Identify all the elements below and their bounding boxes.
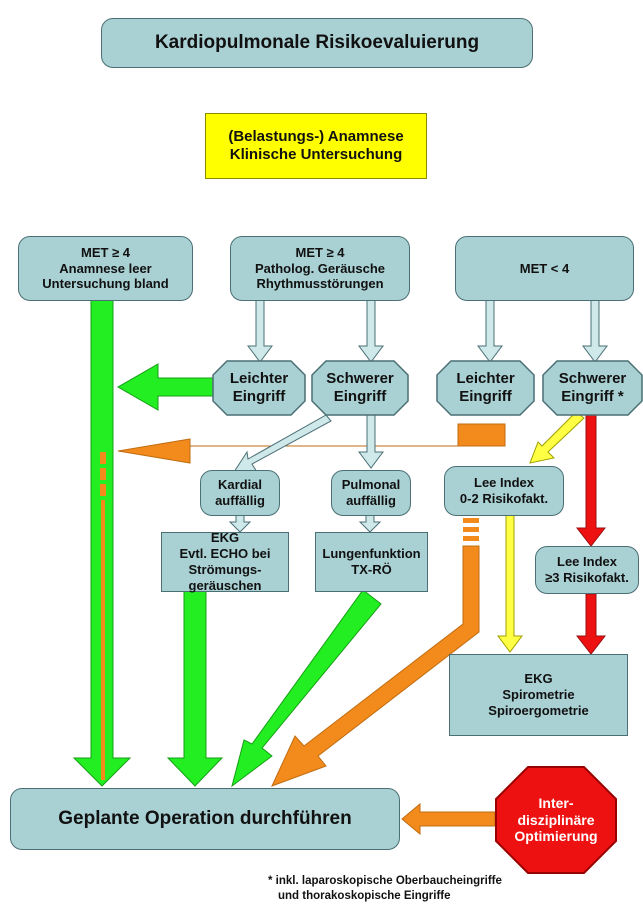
met-left-line-1: MET ≥ 4	[80, 244, 131, 260]
lungenfunktion-line-1: Lungenfunktion	[322, 546, 421, 562]
green-arrow-left-to-operation	[72, 299, 132, 787]
ekg-echo-line-4: geräuschen	[188, 577, 262, 593]
optimierung-line-1: Inter-	[538, 794, 574, 811]
blue-arrows-met-mid	[247, 299, 384, 363]
ekg-spiro-line-1: EKG	[524, 671, 553, 687]
footnote-line-1: * inkl. laparoskopische Oberbaucheingrif…	[268, 875, 502, 887]
ekg-echo-line-2: Evtl. ECHO bei	[179, 546, 271, 562]
met-left-line-2: Anamnese leer	[59, 260, 152, 276]
stop-sign	[495, 766, 617, 874]
met-mid-line-2: Patholog. Geräusche	[254, 260, 386, 276]
operation-label: Geplante Operation durchführen	[58, 808, 352, 830]
leichter-2-line-2: Eingriff	[459, 388, 512, 405]
pulmonal-box: Pulmonal auffällig	[331, 470, 411, 516]
anamnese-line-1: (Belastungs-) Anamnese	[228, 127, 404, 145]
red-arrows	[575, 413, 607, 655]
operation-box: Geplante Operation durchführen	[10, 788, 400, 850]
kardial-line-1: Kardial	[217, 477, 263, 493]
optimierung-line-3: Optimierung	[514, 828, 598, 845]
leichter-1-line-1: Leichter	[229, 369, 289, 387]
green-arrow-ekg-down	[166, 589, 224, 787]
schwerer-1-line-1: Schwerer	[326, 369, 394, 387]
orange-arrow-stop-to-operation	[401, 802, 496, 836]
met-left-box: MET ≥ 4 Anamnese leer Untersuchung bland	[18, 236, 193, 301]
schwerer-1-line-2: Eingriff	[333, 388, 387, 405]
anamnese-line-2: Klinische Untersuchung	[229, 146, 403, 163]
octagon-shapes	[212, 360, 643, 416]
lungenfunktion-line-2: TX-RÖ	[351, 562, 392, 577]
kardial-line-2: auffällig	[215, 493, 265, 508]
schwerer-2-line-1: Schwerer	[558, 369, 627, 387]
lee-low-line-2: 0-2 Risikofakt.	[459, 491, 549, 506]
met-right-box: MET < 4	[455, 236, 634, 301]
footnote-line-2: und thorakoskopische Eingriffe	[278, 889, 451, 902]
ekg-echo-line-1: EKG	[210, 530, 240, 546]
met-right-line-1: MET < 4	[519, 260, 570, 276]
blue-arrows-schwerer-to-kardial-pulmonal	[233, 414, 384, 473]
leichter-1-line-2: Eingriff	[232, 388, 286, 405]
schwerer-eingriff-2: Schwerer Eingriff *	[543, 361, 642, 415]
lungenfunktion-box: Lungenfunktion TX-RÖ	[315, 532, 428, 592]
orange-arrow-lee-diagonal	[271, 518, 480, 787]
schwerer-2-line-2: Eingriff *	[561, 388, 624, 405]
met-left-line-3: Untersuchung bland	[42, 276, 169, 292]
ekg-spiro-line-3: Spiroergometrie	[488, 702, 589, 718]
leichter-2-line-1: Leichter	[456, 369, 515, 387]
ekg-echo-box: EKG Evtl. ECHO bei Strömungs- geräuschen	[161, 530, 289, 593]
pulmonal-line-2: auffällig	[346, 493, 396, 508]
met-mid-line-3: Rhythmusstörungen	[256, 276, 384, 292]
ekg-spiro-box: EKG Spirometrie Spiroergometrie	[449, 654, 628, 736]
met-mid-box: MET ≥ 4 Patholog. Geräusche Rhythmusstör…	[230, 236, 410, 301]
footnote: * inkl. laparoskopische Oberbaucheingrif…	[268, 874, 502, 904]
leichter-eingriff-2: Leichter Eingriff	[437, 361, 534, 415]
green-arrow-leichter-to-left	[116, 363, 216, 411]
schwerer-eingriff-1: Schwerer Eingriff	[312, 361, 408, 415]
green-arrow-lungen-diagonal	[231, 589, 382, 788]
leichter-eingriff-1: Leichter Eingriff	[213, 361, 305, 415]
anamnese-box: (Belastungs-) Anamnese Klinische Untersu…	[205, 113, 427, 179]
ekg-spiro-line-2: Spirometrie	[502, 687, 575, 703]
lee-high-line-2: ≥3 Risikofakt.	[545, 570, 629, 585]
orange-arrow-to-left	[117, 423, 506, 464]
lee-index-low-box: Lee Index 0-2 Risikofakt.	[444, 466, 564, 516]
title-box: Kardiopulmonale Risikoevaluierung	[101, 18, 533, 68]
page-title: Kardiopulmonale Risikoevaluierung	[154, 32, 480, 54]
lee-low-line-1: Lee Index	[474, 475, 534, 491]
optimierung-label: Inter- disziplinäre Optimierung	[496, 767, 616, 873]
blue-arrows-met-right	[477, 299, 608, 363]
blue-arrows-to-ekg-lungen	[228, 514, 382, 533]
optimierung-line-2: disziplinäre	[517, 811, 595, 828]
kardial-box: Kardial auffällig	[200, 470, 280, 516]
lee-index-high-box: Lee Index ≥3 Risikofakt.	[535, 546, 639, 594]
ekg-echo-line-3: Strömungs-	[188, 562, 262, 577]
lee-high-line-1: Lee Index	[557, 554, 617, 570]
yellow-arrows	[497, 411, 585, 653]
met-mid-line-1: MET ≥ 4	[295, 244, 345, 260]
pulmonal-line-1: Pulmonal	[341, 477, 401, 493]
